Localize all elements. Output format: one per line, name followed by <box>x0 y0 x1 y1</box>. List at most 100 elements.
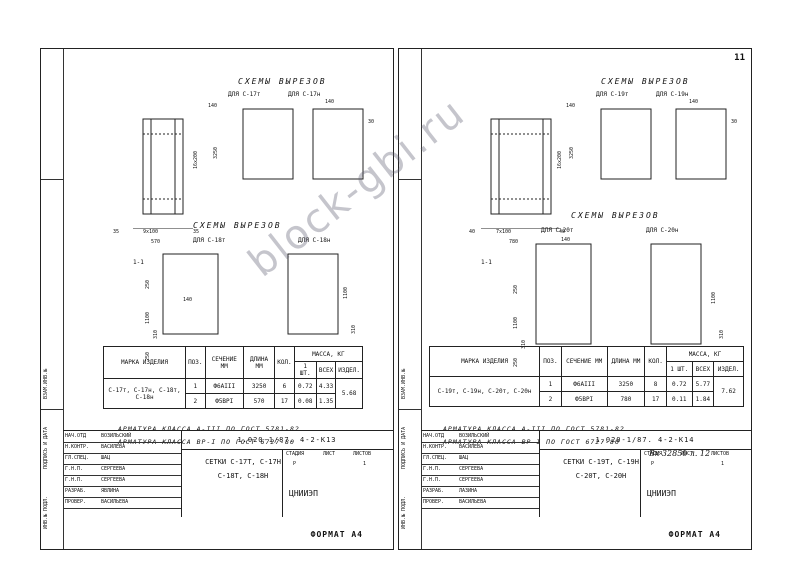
cell-all: 1.35 <box>315 393 337 409</box>
th-mass-one: 1 ШТ. <box>293 361 317 379</box>
drawing-sheet-right: ИНВ.№ ПОДЛ. ПОДПИСЬ И ДАТА ВЗАМ.ИНВ.№ 11… <box>398 48 752 550</box>
dim-d1: 250 <box>513 284 519 294</box>
stage-value: Р <box>293 461 297 467</box>
sidebar-stamp: ИНВ.№ ПОДЛ. ПОДПИСЬ И ДАТА ВЗАМ.ИНВ.№ <box>41 49 64 549</box>
dim-grid: 9х100 <box>143 229 159 235</box>
dim-right: 40 <box>559 229 566 235</box>
th-pos: ПОЗ. <box>185 346 206 379</box>
cut-label-2: ДЛЯ С-19н <box>656 91 689 98</box>
section-label: 1-1 <box>133 259 144 266</box>
cell-mark: С-17т, С-17н, С-18т, С-18н <box>102 378 187 409</box>
role: НАЧ.ОТД <box>423 433 445 439</box>
cell-all: 4.33 <box>315 378 337 394</box>
stage-header: СТАДИЯ <box>286 451 305 457</box>
sidebar-label-1: ИНВ.№ ПОДЛ. <box>43 495 49 529</box>
dim-top: 140 <box>208 103 218 109</box>
stage-box: СТАДИЯ ЛИСТ ЛИСТОВ Р 1 ЦНИИЭП <box>282 449 393 517</box>
dim-side: 140 <box>325 99 335 105</box>
spec-table: МАРКА ИЗДЕЛИЯ ПОЗ. СЕЧЕНИЕ ММ ДЛИНА ММ К… <box>102 346 364 409</box>
cell-one: 0.11 <box>665 391 693 407</box>
sheets-value: 1 <box>721 461 725 467</box>
th-mark: МАРКА ИЗДЕЛИЯ <box>102 346 187 379</box>
cut-label-3: ДЛЯ С-20т <box>541 227 574 234</box>
role: Г.Н.П. <box>423 477 442 483</box>
page-number: 11 <box>734 53 745 63</box>
cell-qty: 17 <box>274 393 295 409</box>
role-row: Н.КОНТР.ВАСИЛЕВА <box>63 442 181 454</box>
doc-name-line-2: С-20Т, С-20Н <box>575 472 627 480</box>
cell-pos: 2 <box>539 391 562 407</box>
role-name: ШАЦ <box>459 455 469 461</box>
cell-item-mass: 7.62 <box>713 376 744 407</box>
org-name: ЦНИИЭП <box>647 489 676 498</box>
role-name: СЕРГЕЕВА <box>459 466 484 472</box>
sheets-value: 1 <box>363 461 367 467</box>
role: ГЛ.СПЕЦ. <box>423 455 448 461</box>
cutout-drawing-bottom <box>162 253 339 335</box>
cell-section: Ф6АIII <box>204 378 244 394</box>
handwritten-note: Вх 3285б л. 12 <box>649 449 711 458</box>
th-mass-item: ИЗДЕЛ. <box>335 361 363 379</box>
stage-value: Р <box>651 461 655 467</box>
cut-label-2: ДЛЯ С-17н <box>288 91 321 98</box>
cut-label-1: ДЛЯ С-19т <box>596 91 629 98</box>
role: НАЧ.ОТД <box>65 433 87 439</box>
sidebar-label-3: ВЗАМ.ИНВ.№ <box>43 368 49 399</box>
mesh-drawing-top <box>481 108 727 229</box>
role: ГЛ.СПЕЦ. <box>65 455 90 461</box>
dim-d2: 1100 <box>145 311 151 324</box>
th-mass-one: 1 ШТ. <box>665 361 693 377</box>
sidebar-label-2: ПОДПИСЬ И ДАТА <box>43 426 49 469</box>
dim-spacing: 16х200 <box>557 150 563 169</box>
cell-length: 3250 <box>242 378 276 394</box>
role-row: ПРОВЕР.ВАСИЛЬЕВА <box>63 497 181 509</box>
cell-item-mass: 5.68 <box>335 378 363 409</box>
format-label: ФОРМАТ А4 <box>668 530 721 539</box>
role-name: ВАСИЛЕВА <box>101 444 126 450</box>
sheets-header: ЛИСТОВ <box>711 451 730 457</box>
dim-width: 570 <box>151 239 161 245</box>
th-length: ДЛИНА ММ <box>606 346 646 377</box>
th-mark: МАРКА ИЗДЕЛИЯ <box>428 346 541 377</box>
dim-height: 3250 <box>569 146 575 159</box>
doc-code: 1.020-1/87. 4-2-К14 <box>539 431 751 450</box>
note-1: АРМАТУРА КЛАССА А-III ПО ГОСТ 5781-82 <box>443 425 625 433</box>
dim-width: 780 <box>509 239 519 245</box>
cell-one: 0.72 <box>665 376 693 392</box>
section-label: 1-1 <box>481 259 492 266</box>
doc-code: 1.020-1/87. 4-2-К13 <box>181 431 393 450</box>
heading-cutouts-bottom: СХЕМЫ ВЫРЕЗОВ <box>193 221 282 230</box>
cut-label-1: ДЛЯ С-17т <box>228 91 261 98</box>
sheet-header: ЛИСТ <box>681 451 694 457</box>
role: Н.КОНТР. <box>423 444 448 450</box>
dim-d3: 310 <box>153 329 159 339</box>
role-name: СЕРГЕЕВА <box>459 477 484 483</box>
role-row: Г.Н.П. СЕРГЕЕВА <box>421 475 539 487</box>
format-label: ФОРМАТ А4 <box>310 530 363 539</box>
spec-table: МАРКА ИЗДЕЛИЯ ПОЗ. СЕЧЕНИЕ ММ ДЛИНА ММ К… <box>428 346 745 407</box>
th-section: СЕЧЕНИЕ ММ <box>560 346 608 377</box>
drawing-sheet-left: ИНВ.№ ПОДЛ. ПОДПИСЬ И ДАТА ВЗАМ.ИНВ.№ СХ… <box>40 48 394 550</box>
dim-grid: 7х100 <box>496 229 512 235</box>
th-mass: МАССА, КГ <box>665 346 745 362</box>
cut-label-4: ДЛЯ С-20н <box>646 227 679 234</box>
doc-name: СЕТКИ С-19Т, С-19Н С-20Т, С-20Н <box>551 455 651 483</box>
cell-section: Ф5ВРI <box>204 393 244 409</box>
role: Г.Н.П. <box>423 466 442 472</box>
role: Г.Н.П. <box>65 477 84 483</box>
doc-name-line-1: СЕТКИ С-19Т, С-19Н <box>563 458 639 466</box>
cell-length: 3250 <box>606 376 646 392</box>
cell-pos: 1 <box>185 378 206 394</box>
cell-mark: С-19т, С-19н, С-20т, С-20н <box>428 376 541 407</box>
role-row: ПРОВЕР.ВАСИЛЬЕВА <box>421 497 539 509</box>
sheets-header: ЛИСТОВ <box>353 451 372 457</box>
role-row: ГЛ.СПЕЦ. ШАЦ <box>421 453 539 465</box>
th-mass-all: ВСЕХ <box>315 361 337 379</box>
cell-qty: 8 <box>644 376 667 392</box>
role-name: СЕРГЕЕВА <box>101 466 126 472</box>
dim-height: 3250 <box>213 146 219 159</box>
dim-side-b: 30 <box>731 119 738 125</box>
role-row: Г.Н.П. СЕРГЕЕВА <box>421 464 539 476</box>
